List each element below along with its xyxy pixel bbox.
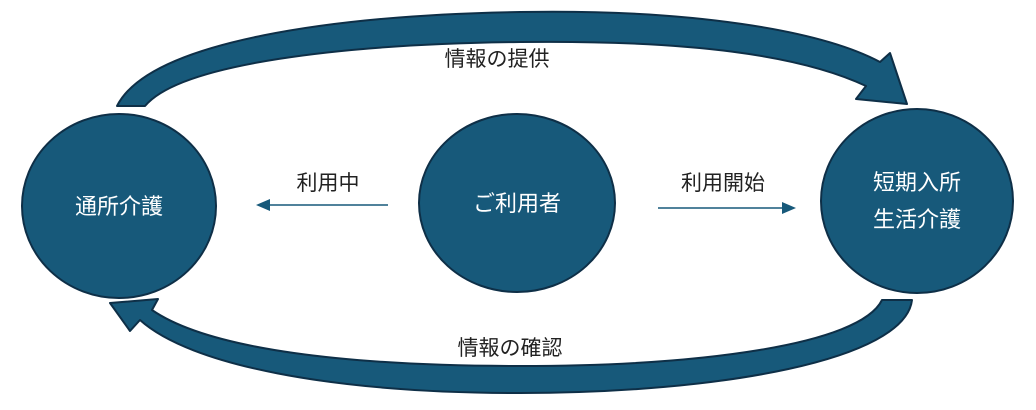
start-use-arrow-head [782, 202, 796, 214]
in-use-arrow-head [256, 199, 270, 211]
node-user-label: ご利用者 [473, 192, 561, 217]
label-info-confirm: 情報の確認 [458, 336, 563, 360]
node-day-care-label: 通所介護 [75, 195, 163, 220]
node-short-stay-label-line1: 短期入所 [873, 171, 961, 196]
label-start-use: 利用開始 [681, 171, 765, 195]
node-short-stay [820, 108, 1014, 294]
label-info-provide: 情報の提供 [445, 47, 550, 71]
node-day-care [21, 113, 217, 299]
top-curved-arrow [116, 10, 908, 107]
label-in-use: 利用中 [297, 171, 360, 195]
bottom-curved-arrow [109, 298, 913, 394]
node-short-stay-label-line2: 生活介護 [873, 208, 961, 233]
node-user [418, 113, 616, 293]
